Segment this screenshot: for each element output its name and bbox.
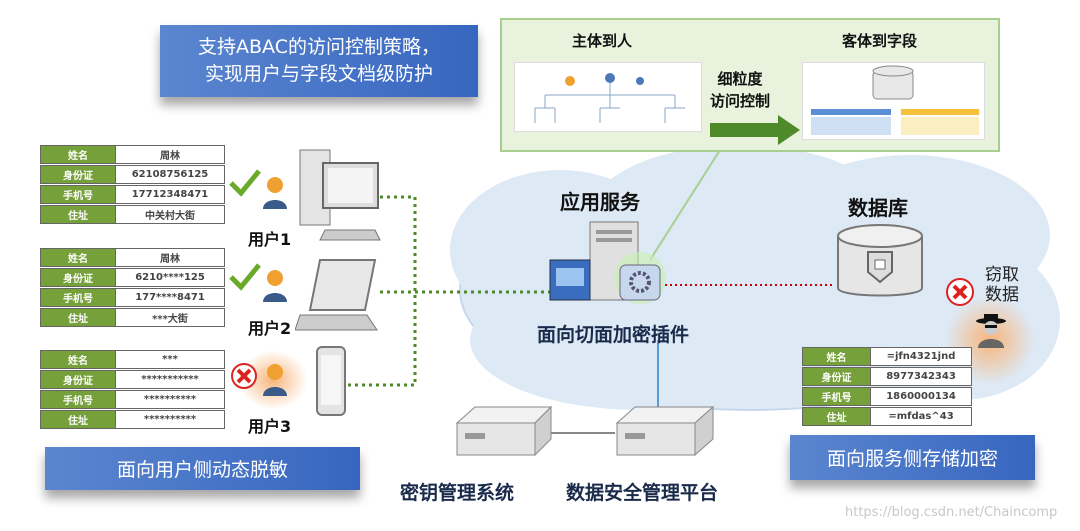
user1-label: 用户1 xyxy=(248,230,292,249)
security-platform-appliance-icon xyxy=(615,405,715,457)
field-value: 8977342343 xyxy=(871,368,971,385)
app-server-icon xyxy=(549,221,666,304)
policy-panel: 主体到人 客体到字段 细粒度 访问控制 xyxy=(500,18,1000,152)
field-name: 手机号 xyxy=(41,391,116,408)
user3-label: 用户3 xyxy=(248,417,292,436)
field-value: *********** xyxy=(116,371,224,388)
table-row: 手机号********** xyxy=(40,390,225,409)
field-name: 身份证 xyxy=(41,166,116,183)
steal-label-1: 窃取 xyxy=(985,265,1019,285)
table-row: 住址********** xyxy=(40,410,225,429)
arrow-right-icon xyxy=(710,115,800,145)
field-value: ***大街 xyxy=(116,309,224,326)
table-row: 姓名*** xyxy=(40,350,225,369)
user-icon xyxy=(263,270,287,302)
x-icon xyxy=(946,278,974,306)
key-management-appliance-icon xyxy=(455,405,553,457)
dsm-label: 数据安全管理平台 xyxy=(566,482,719,504)
object-label: 客体到字段 xyxy=(842,32,918,50)
field-name: 住址 xyxy=(41,411,116,428)
field-value: ********** xyxy=(116,391,224,408)
table-row: 住址中关村大街 xyxy=(40,205,225,224)
field-name: 住址 xyxy=(41,309,116,326)
service-side-encryption-banner: 面向服务侧存储加密 xyxy=(790,435,1035,480)
title-line-2: 实现用户与字段文档级防护 xyxy=(204,63,433,85)
user-icon xyxy=(263,364,287,396)
user3-data-table: 姓名*** 身份证*********** 手机号********** 住址***… xyxy=(40,350,225,430)
arrow-label-2: 访问控制 xyxy=(710,92,771,110)
table-row: 姓名周林 xyxy=(40,248,225,267)
database-lock-icon xyxy=(837,224,923,297)
table-row: 姓名=jfn4321jnd xyxy=(802,347,972,366)
field-name: 身份证 xyxy=(41,371,116,388)
user-icon xyxy=(263,177,287,209)
title-banner: 支持ABAC的访问控制策略， 实现用户与字段文档级防护 xyxy=(160,25,478,97)
field-value: 62108756125 xyxy=(116,166,224,183)
plugin-label: 面向切面加密插件 xyxy=(537,324,690,346)
table-row: 住址***大街 xyxy=(40,308,225,327)
field-name: 姓名 xyxy=(41,351,116,368)
field-value: 1860000134 xyxy=(871,388,971,405)
field-value: =mfdas^43 xyxy=(871,408,971,425)
hacker-icon xyxy=(976,314,1006,348)
watermark: https://blog.csdn.net/Chaincomp xyxy=(845,505,1058,520)
laptop-icon xyxy=(295,259,378,331)
field-name: 住址 xyxy=(41,206,116,223)
field-name: 住址 xyxy=(803,408,871,425)
app-service-label: 应用服务 xyxy=(560,190,640,214)
desktop-computer-icon xyxy=(299,149,381,241)
steal-label-2: 数据 xyxy=(985,285,1019,305)
check-icon xyxy=(229,169,261,197)
field-name: 姓名 xyxy=(41,249,116,266)
field-value: *** xyxy=(116,351,224,368)
field-name: 身份证 xyxy=(803,368,871,385)
org-chart-icon xyxy=(514,62,702,132)
title-line-1: 支持ABAC的访问控制策略， xyxy=(198,36,440,58)
field-value: =jfn4321jnd xyxy=(871,348,971,365)
x-icon xyxy=(231,363,257,389)
callout-line xyxy=(650,150,721,261)
phone-icon xyxy=(316,346,346,416)
check-icon xyxy=(229,263,261,291)
field-value: ********** xyxy=(116,411,224,428)
arrow-label-1: 细粒度 xyxy=(717,70,763,88)
field-name: 手机号 xyxy=(41,186,116,203)
field-value: 周林 xyxy=(116,249,224,266)
user-side-masking-banner: 面向用户侧动态脱敏 xyxy=(45,447,360,490)
field-name: 手机号 xyxy=(803,388,871,405)
field-value: 中关村大街 xyxy=(116,206,224,223)
field-name: 姓名 xyxy=(41,146,116,163)
table-row: 姓名周林 xyxy=(40,145,225,164)
field-value: 6210****125 xyxy=(116,269,224,286)
database-label: 数据库 xyxy=(848,196,908,220)
field-name: 身份证 xyxy=(41,269,116,286)
table-row: 身份证*********** xyxy=(40,370,225,389)
field-name: 手机号 xyxy=(41,289,116,306)
field-value: 17712348471 xyxy=(116,186,224,203)
field-value: 177****8471 xyxy=(116,289,224,306)
kms-label: 密钥管理系统 xyxy=(400,482,515,504)
user2-label: 用户2 xyxy=(248,319,292,338)
field-table-icon xyxy=(802,62,985,140)
field-name: 姓名 xyxy=(803,348,871,365)
table-row: 住址=mfdas^43 xyxy=(802,407,972,426)
subject-label: 主体到人 xyxy=(572,32,633,50)
field-value: 周林 xyxy=(116,146,224,163)
